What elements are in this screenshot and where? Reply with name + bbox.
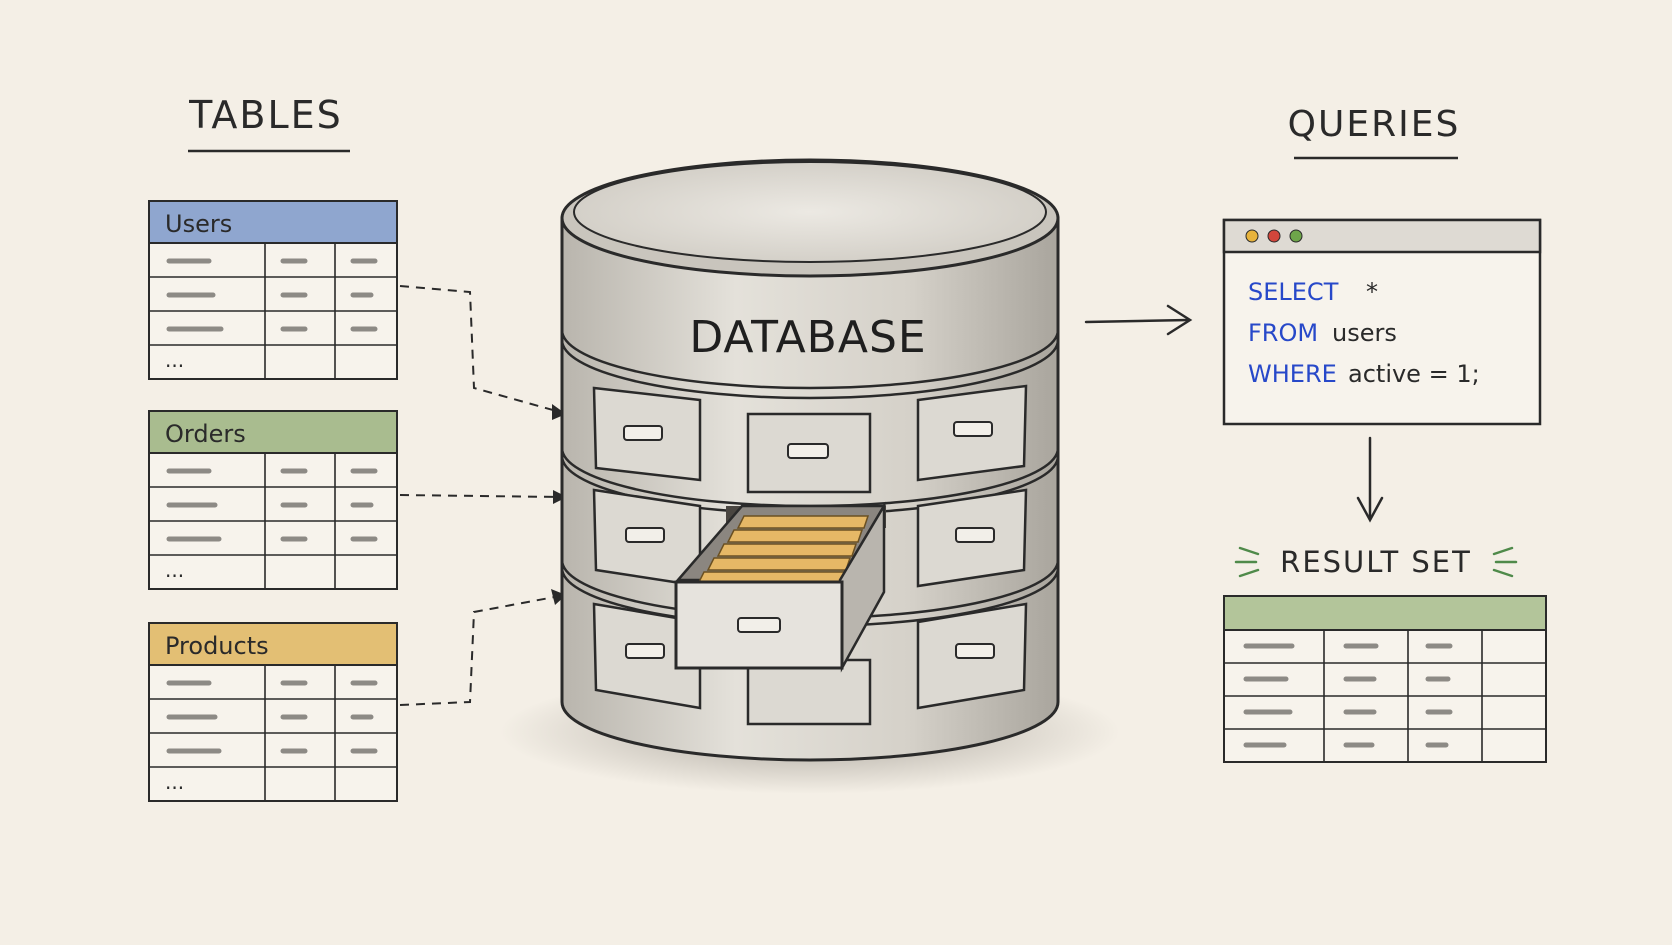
arrowhead-products: [551, 589, 566, 605]
table-products-name: Products: [165, 632, 269, 660]
open-drawer: [674, 501, 887, 673]
database-cylinder: DATABASE: [500, 158, 1120, 794]
arrowhead-orders: [553, 490, 567, 504]
connector-orders: [399, 494, 561, 498]
drawer-handle: [625, 643, 665, 659]
result-emphasis-left: [1234, 546, 1260, 578]
table-users-grid: [149, 243, 397, 379]
drawer-handle: [625, 527, 665, 543]
table-connectors: [399, 285, 561, 706]
drawer-handle: [955, 643, 995, 659]
query-window-frame: [1222, 218, 1542, 426]
result-set-header: [1223, 595, 1547, 631]
connector-products: [399, 595, 561, 706]
result-set-placeholder-cells: [1243, 643, 1453, 748]
tables-heading: TABLES: [188, 93, 343, 137]
table-orders-name: Orders: [165, 420, 246, 448]
sql-select-target: *: [1366, 278, 1378, 306]
table-orders-ellipsis: ...: [165, 558, 184, 582]
cylinder-top: [573, 161, 1047, 263]
sql-where-condition: active = 1;: [1348, 360, 1480, 388]
arrow-query-to-result: [1356, 436, 1384, 523]
sql-keyword-select: SELECT: [1248, 278, 1339, 306]
table-orders-header: [148, 410, 398, 454]
file-folder: [736, 515, 870, 529]
table-products-grid: [149, 665, 397, 801]
table-products: Products ...: [148, 622, 398, 802]
file-folder: [706, 557, 852, 571]
drawer-handle: [953, 421, 993, 437]
table-users-ellipsis: ...: [165, 348, 184, 372]
table-users-placeholder-cells: [166, 258, 378, 332]
sql-query: SELECT * FROM users WHERE active = 1;: [1248, 278, 1480, 388]
window-dot-red: [1267, 229, 1281, 243]
file-folder: [726, 529, 864, 543]
drawer-handles-row-3: [625, 643, 995, 659]
table-users: Users ...: [148, 200, 398, 380]
arrow-database-to-query: [1084, 304, 1193, 336]
database-label: DATABASE: [689, 312, 926, 363]
file-folder: [716, 543, 858, 557]
result-emphasis-right: [1492, 546, 1518, 578]
drawer-handle: [955, 527, 995, 543]
drawer-handle: [787, 443, 829, 459]
result-set-grid: [1224, 630, 1546, 762]
drawer-handle: [623, 425, 663, 441]
drawer-handles-row-1: [623, 421, 993, 459]
table-orders: Orders ...: [148, 410, 398, 590]
window-dot-green: [1289, 229, 1303, 243]
connector-arrowheads: [551, 404, 567, 605]
result-set-table: [1223, 595, 1547, 763]
table-orders-placeholder-cells: [166, 468, 378, 542]
connector-users: [399, 285, 561, 413]
arrowhead-users: [552, 404, 566, 420]
drawer: [746, 658, 872, 726]
drawer-handles-row-2: [625, 527, 995, 543]
drawer-handle: [737, 617, 781, 633]
table-orders-grid: [149, 453, 397, 589]
queries-heading: QUERIES: [1288, 104, 1461, 145]
sql-from-table: users: [1332, 319, 1397, 347]
sql-keyword-where: WHERE: [1248, 360, 1337, 388]
table-products-placeholder-cells: [166, 680, 378, 754]
window-dot-yellow: [1245, 229, 1259, 243]
query-window: SELECT * FROM users WHERE active = 1;: [1222, 218, 1542, 426]
table-products-ellipsis: ...: [165, 770, 184, 794]
sql-keyword-from: FROM: [1248, 319, 1318, 347]
result-set-label: RESULT SET: [1280, 545, 1472, 579]
table-users-name: Users: [165, 210, 232, 238]
